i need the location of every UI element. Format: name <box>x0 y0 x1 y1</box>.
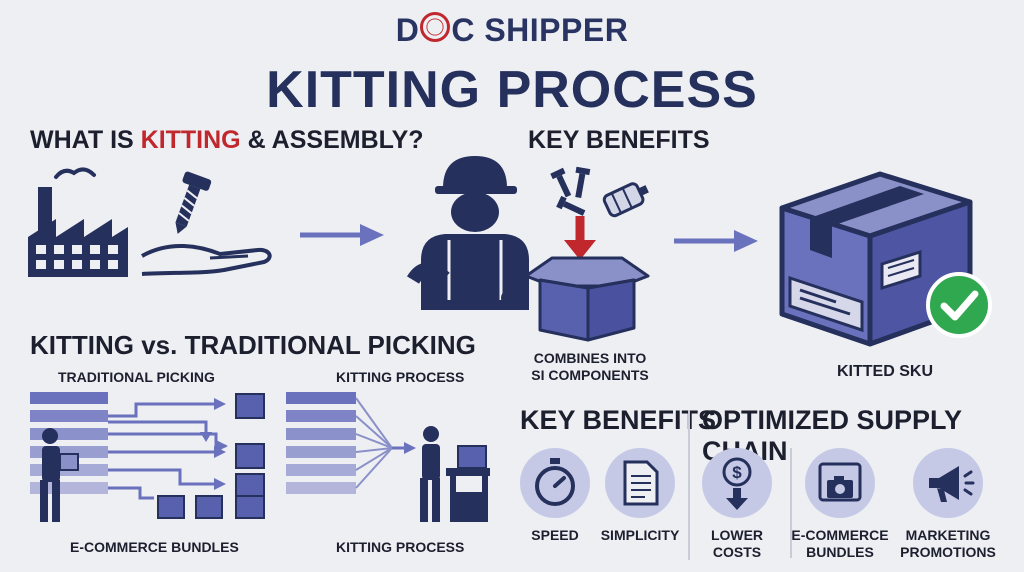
kitting-process-diagram <box>286 392 490 522</box>
ecommerce-circle <box>805 448 875 518</box>
svg-text:$: $ <box>732 463 742 482</box>
factory-icon <box>28 167 128 277</box>
box-caption-line2: SI COMPONENTS <box>531 367 649 383</box>
hand-holding-screw-icon <box>141 171 272 276</box>
kitting-process-label: KITTING PROCESS <box>336 369 465 385</box>
key-benefits-heading: KEY BENEFITS <box>520 405 717 435</box>
supply-label-lower-costs: LOWER COSTS <box>692 527 782 561</box>
speed-circle <box>520 448 590 518</box>
heading-part: WHAT IS <box>30 126 141 154</box>
brand-logo: D C SHIPPER <box>0 12 1024 49</box>
label-line2: BUNDLES <box>806 544 874 560</box>
screws-components-icon <box>550 166 649 218</box>
heading-highlight: KITTING <box>140 126 241 154</box>
camera-icon <box>818 462 862 502</box>
label-line1: MARKETING <box>905 527 991 543</box>
label-line1: LOWER <box>710 527 764 543</box>
box-caption: COMBINES INTO SI COMPONENTS <box>500 350 680 384</box>
label-line2: COSTS <box>712 544 762 560</box>
arrow-right-icon <box>300 224 384 246</box>
box-caption-line1: COMBINES INTO <box>533 350 647 366</box>
benefit-label-simplicity: SIMPLICITY <box>600 527 680 543</box>
supply-chain-heading: OPTIMIZED SUPPLY CHAIN <box>702 405 962 466</box>
page-title: KITTING PROCESS <box>266 61 758 119</box>
arrow-right-icon <box>674 230 758 252</box>
lower-costs-circle: $ <box>702 448 772 518</box>
open-box-icon <box>524 216 650 342</box>
kitted-sku-caption: KITTED SKU <box>837 363 933 380</box>
logo-text-right: C SHIPPER <box>451 12 629 48</box>
dollar-down-icon: $ <box>722 457 752 510</box>
megaphone-icon <box>929 466 975 502</box>
kitted-box-icon <box>779 171 973 347</box>
kitting-process-bottom-label: KITTING PROCESS <box>336 539 465 555</box>
supply-label-ecommerce: E-COMMERCE BUNDLES <box>790 527 890 561</box>
label-line2: PROMOTIONS <box>900 544 996 560</box>
supply-label-marketing: MARKETING PROMOTIONS <box>898 527 998 561</box>
comparison-heading: KITTING vs. TRADITIONAL PICKING <box>30 330 476 360</box>
simplicity-circle <box>605 448 675 518</box>
ecommerce-bundles-label: E-COMMERCE BUNDLES <box>70 539 239 555</box>
label-line1: E-COMMERCE <box>791 527 889 543</box>
benefit-label-speed: SPEED <box>531 527 579 543</box>
stopwatch-icon <box>535 458 575 506</box>
check-badge-icon <box>926 272 992 338</box>
section-divider <box>790 448 792 558</box>
logo-text-left: D <box>395 12 420 48</box>
what-is-kitting-heading: WHAT IS KITTING & ASSEMBLY? <box>30 126 424 155</box>
globe-icon <box>420 12 451 42</box>
traditional-picking-label: TRADITIONAL PICKING <box>58 369 215 385</box>
document-icon <box>623 460 659 506</box>
section-divider <box>688 410 690 560</box>
heading-part: & ASSEMBLY? <box>240 126 424 154</box>
key-benefits-heading-top: KEY BENEFITS <box>528 126 710 154</box>
marketing-circle <box>913 448 983 518</box>
worker-icon <box>406 156 529 310</box>
traditional-picking-diagram <box>30 392 265 522</box>
